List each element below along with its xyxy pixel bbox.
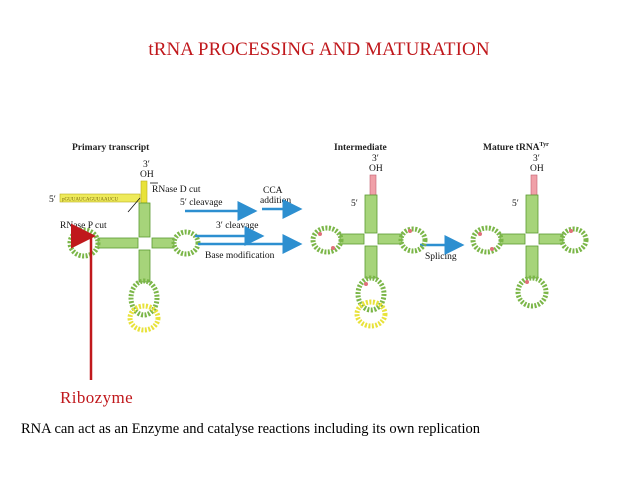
base-modification-label: Base modification [205, 250, 275, 261]
stage-label-mature: Mature tRNATyr [483, 142, 549, 153]
cca-addition-label: addition [260, 196, 291, 206]
primary-oh-label: OH [140, 170, 154, 180]
mature-five-prime-label: 5′ [512, 199, 519, 209]
trna-primary-transcript: 3′ OH 5′ pGUUAUCAGUUAAUCU [49, 160, 201, 333]
splicing-label: Splicing [425, 252, 457, 262]
primary-three-prime-label: 3′ [143, 160, 150, 170]
primary-five-prime-label: 5′ [49, 195, 56, 205]
stage-label-primary: Primary transcript [72, 143, 150, 153]
intermediate-three-prime-label: 3′ [372, 154, 379, 164]
leader-sequence: pGUUAUCAGUUAAUCU [62, 198, 119, 203]
cca-label: CCA [263, 186, 283, 196]
intermediate-oh-label: OH [369, 164, 383, 174]
intermediate-five-prime-label: 5′ [351, 199, 358, 209]
trna-mature: 3′ OH 5′ [470, 154, 589, 309]
mature-oh-label: OH [530, 164, 544, 174]
mature-three-prime-label: 3′ [533, 154, 540, 164]
rnase-d-label: RNase D cut [152, 185, 201, 195]
stage-label-intermediate: Intermediate [334, 143, 387, 153]
three-cleavage-label: 3′ cleavage [216, 221, 258, 231]
trna-intermediate: 3′ OH 5′ [310, 154, 428, 329]
five-cleavage-label: 5′ cleavage [180, 198, 222, 208]
page-title: tRNA PROCESSING AND MATURATION [148, 39, 490, 60]
caption-text: RNA can act as an Enzyme and catalyse re… [21, 421, 481, 437]
rnase-p-label: RNase P cut [60, 221, 107, 231]
ribozyme-label: Ribozyme [60, 388, 134, 407]
